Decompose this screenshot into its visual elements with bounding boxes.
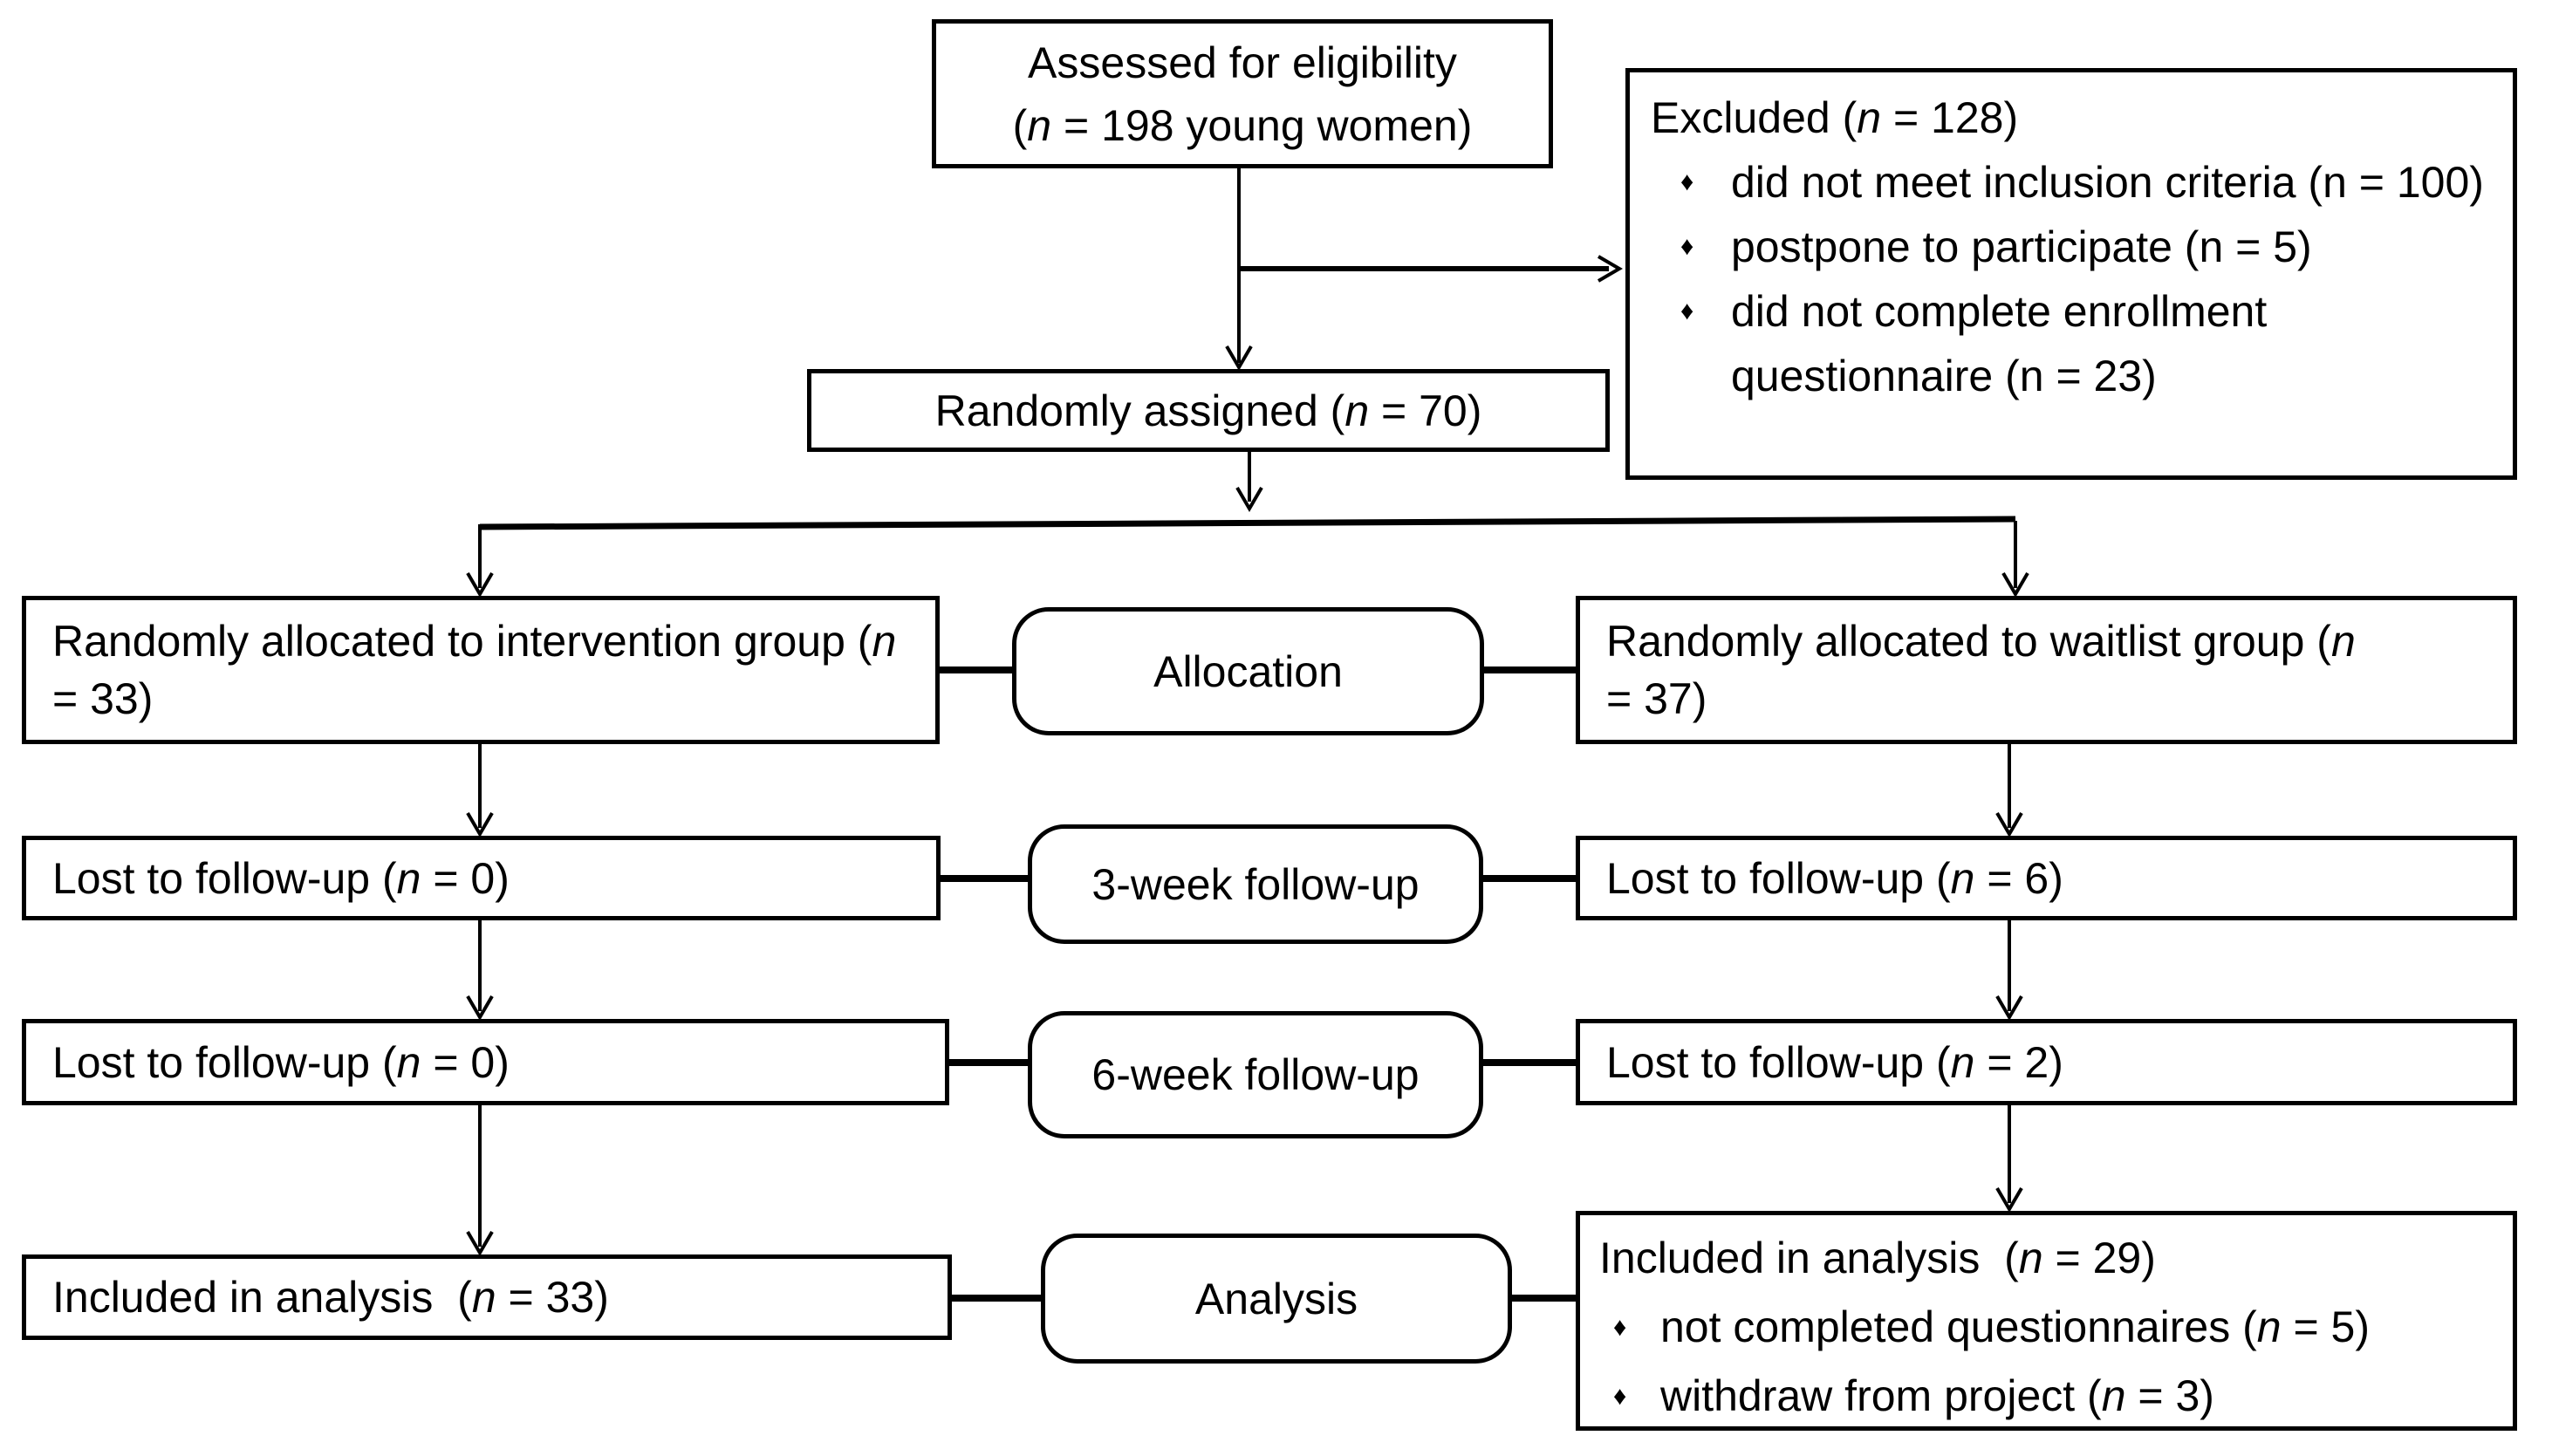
arrowhead-randomized-split: [1235, 486, 1263, 512]
excluded-title: Excluded (n = 128): [1651, 93, 2019, 142]
excluded-item: ♦ did not meet inclusion criteria (n = 1…: [1651, 150, 2497, 215]
bullet-diamond-icon: ♦: [1613, 1313, 1627, 1342]
arrowhead-into-w6-left: [466, 995, 494, 1021]
arrowhead-into-analysis-right: [1995, 1186, 2023, 1213]
arrowhead-into-alloc-right: [2001, 571, 2029, 598]
bullet-diamond-icon: ♦: [1680, 297, 1694, 325]
excluded-box: Excluded (n = 128) ♦ did not meet inclus…: [1625, 68, 2517, 480]
arrowhead-into-randomized: [1225, 345, 1253, 371]
stage-week3-box: 3-week follow-up: [1028, 824, 1483, 944]
arrowhead-into-w6-right: [1995, 995, 2023, 1021]
analysis-waitlist-item-text: not completed questionnaires (n = 5): [1660, 1302, 2371, 1351]
lost-week3-intervention-box: Lost to follow-up (n = 0): [22, 836, 941, 920]
lost-week3-waitlist-text: Lost to follow-up (n = 6): [1606, 853, 2063, 903]
assessed-text: Assessed for eligibility (n = 198 young …: [1013, 31, 1473, 157]
analysis-waitlist-item: ♦ not completed questionnaires (n = 5): [1599, 1293, 2501, 1362]
analysis-waitlist-title: Included in analysis (n = 29): [1599, 1234, 2156, 1282]
assessed-line1: Assessed for eligibility: [1028, 38, 1457, 87]
excluded-body: Excluded (n = 128) ♦ did not meet inclus…: [1630, 72, 2513, 417]
allocation-intervention-text: Randomly allocated to intervention group…: [52, 617, 897, 723]
assessed-line2: (n = 198 young women): [1012, 100, 1473, 150]
analysis-waitlist-item: ♦ withdraw from project (n = 3): [1599, 1362, 2501, 1431]
split-line: [479, 516, 2016, 530]
arrowhead-into-w3-left: [466, 811, 494, 837]
lost-week3-intervention-text: Lost to follow-up (n = 0): [52, 853, 510, 903]
analysis-intervention-text: Included in analysis (n = 33): [52, 1273, 609, 1322]
excluded-item-text: did not complete enrollment questionnair…: [1731, 287, 2268, 400]
stage-week6-box: 6-week follow-up: [1028, 1011, 1483, 1138]
stage-analysis-box: Analysis: [1041, 1234, 1512, 1364]
arrowhead-into-excluded: [1597, 255, 1623, 283]
arrowhead-into-w3-right: [1995, 811, 2023, 837]
excluded-item-text: postpone to participate (n = 5): [1731, 222, 2312, 271]
excluded-item: ♦ did not complete enrollment questionna…: [1651, 279, 2497, 408]
bullet-diamond-icon: ♦: [1680, 167, 1694, 196]
excluded-item: ♦ postpone to participate (n = 5): [1651, 215, 2497, 279]
lost-week6-waitlist-text: Lost to follow-up (n = 2): [1606, 1037, 2063, 1087]
lost-week6-waitlist-box: Lost to follow-up (n = 2): [1576, 1019, 2517, 1105]
analysis-waitlist-box: Included in analysis (n = 29) ♦ not comp…: [1576, 1211, 2517, 1431]
analysis-waitlist-item-text: withdraw from project (n = 3): [1660, 1371, 2214, 1420]
stage-week3-label: 3-week follow-up: [1091, 859, 1420, 909]
allocation-intervention-box: Randomly allocated to intervention group…: [22, 596, 940, 744]
stage-allocation-label: Allocation: [1153, 646, 1343, 696]
lost-week6-intervention-box: Lost to follow-up (n = 0): [22, 1019, 949, 1105]
stage-connectors: [940, 666, 1577, 1302]
excluded-item-text: did not meet inclusion criteria (n = 100…: [1731, 158, 2484, 207]
bullet-diamond-icon: ♦: [1680, 232, 1694, 261]
randomized-box: Randomly assigned (n = 70): [807, 369, 1610, 452]
assessed-box: Assessed for eligibility (n = 198 young …: [932, 19, 1553, 168]
lost-week6-intervention-text: Lost to follow-up (n = 0): [52, 1037, 510, 1087]
flow-arrows: [466, 168, 2029, 1256]
allocation-waitlist-text: Randomly allocated to waitlist group (n …: [1606, 617, 2356, 723]
analysis-intervention-box: Included in analysis (n = 33): [22, 1254, 952, 1340]
analysis-waitlist-body: Included in analysis (n = 29) ♦ not comp…: [1580, 1215, 2513, 1438]
bullet-diamond-icon: ♦: [1613, 1382, 1627, 1411]
allocation-waitlist-box: Randomly allocated to waitlist group (n …: [1576, 596, 2517, 744]
arrowhead-into-analysis-left: [466, 1230, 494, 1256]
stage-analysis-label: Analysis: [1194, 1274, 1358, 1323]
stage-week6-label: 6-week follow-up: [1091, 1050, 1420, 1099]
randomized-text: Randomly assigned (n = 70): [934, 386, 1482, 435]
lost-week3-waitlist-box: Lost to follow-up (n = 6): [1576, 836, 2517, 920]
arrowhead-into-alloc-left: [466, 571, 494, 598]
stage-allocation-box: Allocation: [1012, 607, 1484, 735]
